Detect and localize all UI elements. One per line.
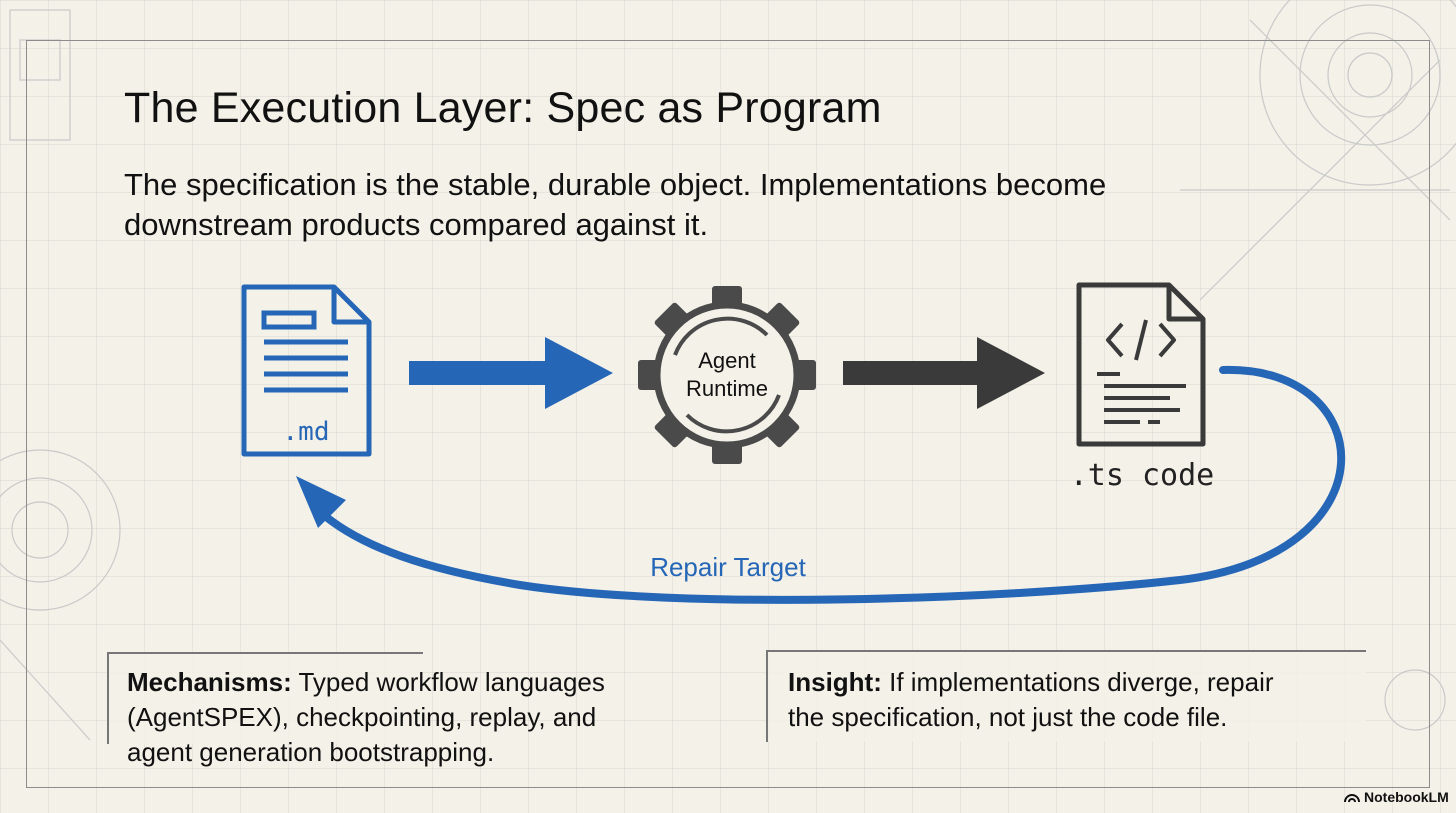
notebooklm-brand: NotebookLM [1344,789,1449,805]
runtime-label-line1: Agent [698,348,756,373]
code-text-lines [1097,372,1186,424]
mechanisms-heading: Mechanisms: [127,667,292,697]
arrow-right-icon [409,337,613,409]
gear-icon [638,286,816,464]
notebooklm-logo-icon [1344,794,1360,803]
insight-heading: Insight: [788,667,882,697]
mechanisms-box: Mechanisms: Typed workflow languages (Ag… [107,652,605,767]
arrowhead-icon [296,476,346,528]
mechanisms-line3: agent generation bootstrapping. [127,737,495,767]
code-file-label: .ts code [1070,458,1215,493]
slide-subtitle: The specification is the stable, durable… [124,167,1107,242]
slide-frame [26,40,1430,788]
brand-name: NotebookLM [1364,789,1449,805]
mechanisms-line2: (AgentSPEX), checkpointing, replay, and [127,702,597,732]
insight-box: Insight: If implementations diverge, rep… [766,650,1366,742]
repair-loop-arrow [314,365,1345,604]
insight-line1: If implementations diverge, repair [881,667,1274,697]
insight-line2: the specification, not just the code fil… [788,702,1228,732]
document-text-lines [261,310,348,393]
mechanisms-line1: Typed workflow languages [291,667,605,697]
arrow-right-icon [843,337,1045,409]
repair-target-label: Repair Target [650,552,806,582]
markdown-document-icon [241,284,372,457]
code-document-icon [1076,282,1206,447]
spec-file-label: .md [283,417,330,447]
runtime-label-line2: Runtime [686,376,768,401]
slide-title: The Execution Layer: Spec as Program [124,84,882,132]
